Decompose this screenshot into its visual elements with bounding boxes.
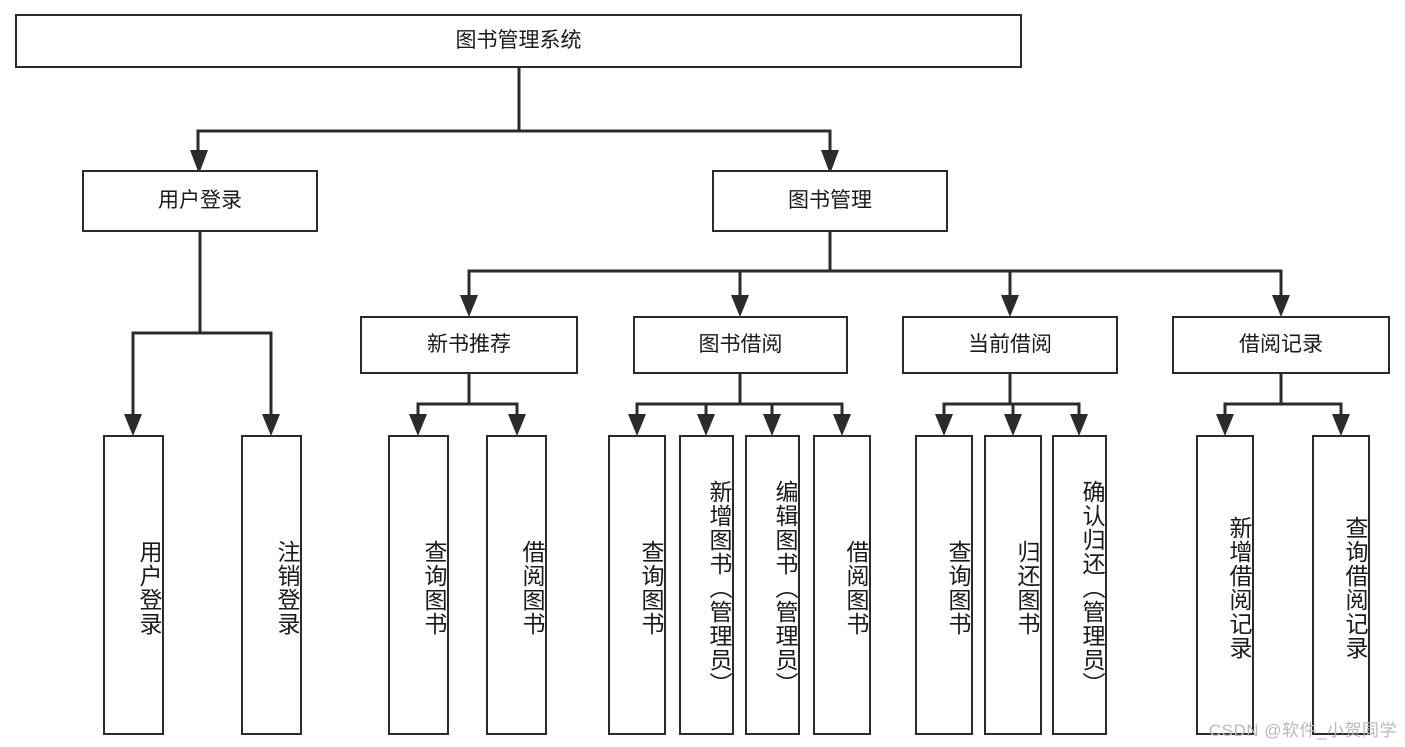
node-leaf-query-book-1[interactable]: 查询图书 (388, 435, 449, 735)
node-leaf-borrow-book-1[interactable]: 借阅图书 (486, 435, 547, 735)
node-leaf-query-book-2-label: 查询图书 (638, 540, 664, 636)
node-leaf-query-book-1-label: 查询图书 (421, 540, 447, 636)
node-new-book-recommend[interactable]: 新书推荐 (360, 316, 578, 374)
node-leaf-confirm-return-admin[interactable]: 确认归还（管理员） (1052, 435, 1107, 735)
node-current-borrow-label: 当前借阅 (968, 332, 1052, 356)
node-leaf-add-book-admin[interactable]: 新增图书（管理员） (679, 435, 734, 735)
node-leaf-user-login-label: 用户登录 (136, 540, 162, 636)
node-leaf-query-book-2[interactable]: 查询图书 (608, 435, 666, 735)
node-leaf-confirm-return-admin-label: 确认归还（管理员） (1079, 480, 1105, 696)
node-leaf-user-login[interactable]: 用户登录 (103, 435, 164, 735)
node-leaf-borrow-book-2-label: 借阅图书 (843, 540, 869, 636)
node-book-management[interactable]: 图书管理 (712, 170, 948, 232)
node-leaf-return-book-label: 归还图书 (1014, 540, 1040, 636)
node-leaf-logout-login-label: 注销登录 (274, 540, 300, 636)
node-root-label: 图书管理系统 (455, 28, 582, 52)
watermark-text: CSDN @软件_小贺同学 (1208, 721, 1397, 740)
node-borrow-record-label: 借阅记录 (1239, 332, 1323, 356)
node-book-borrow-label: 图书借阅 (698, 332, 783, 356)
node-leaf-borrow-book-2[interactable]: 借阅图书 (813, 435, 871, 735)
node-book-management-label: 图书管理 (788, 188, 872, 212)
node-root[interactable]: 图书管理系统 (15, 14, 1022, 68)
node-user-login[interactable]: 用户登录 (82, 170, 318, 232)
node-leaf-query-borrow-record[interactable]: 查询借阅记录 (1312, 435, 1370, 735)
node-leaf-add-borrow-record[interactable]: 新增借阅记录 (1196, 435, 1254, 735)
node-leaf-return-book[interactable]: 归还图书 (984, 435, 1042, 735)
node-leaf-borrow-book-1-label: 借阅图书 (519, 540, 545, 636)
node-leaf-edit-book-admin[interactable]: 编辑图书（管理员） (745, 435, 800, 735)
node-leaf-edit-book-admin-label: 编辑图书（管理员） (772, 480, 798, 696)
node-leaf-add-borrow-record-label: 新增借阅记录 (1226, 516, 1252, 660)
node-borrow-record[interactable]: 借阅记录 (1172, 316, 1390, 374)
node-leaf-query-book-3[interactable]: 查询图书 (915, 435, 973, 735)
node-leaf-query-book-3-label: 查询图书 (945, 540, 971, 636)
node-user-login-label: 用户登录 (158, 188, 242, 212)
node-leaf-query-borrow-record-label: 查询借阅记录 (1342, 516, 1368, 660)
node-leaf-add-book-admin-label: 新增图书（管理员） (706, 480, 732, 696)
node-book-borrow[interactable]: 图书借阅 (633, 316, 848, 374)
node-new-book-recommend-label: 新书推荐 (427, 332, 511, 356)
node-leaf-logout-login[interactable]: 注销登录 (241, 435, 302, 735)
node-current-borrow[interactable]: 当前借阅 (902, 316, 1118, 374)
